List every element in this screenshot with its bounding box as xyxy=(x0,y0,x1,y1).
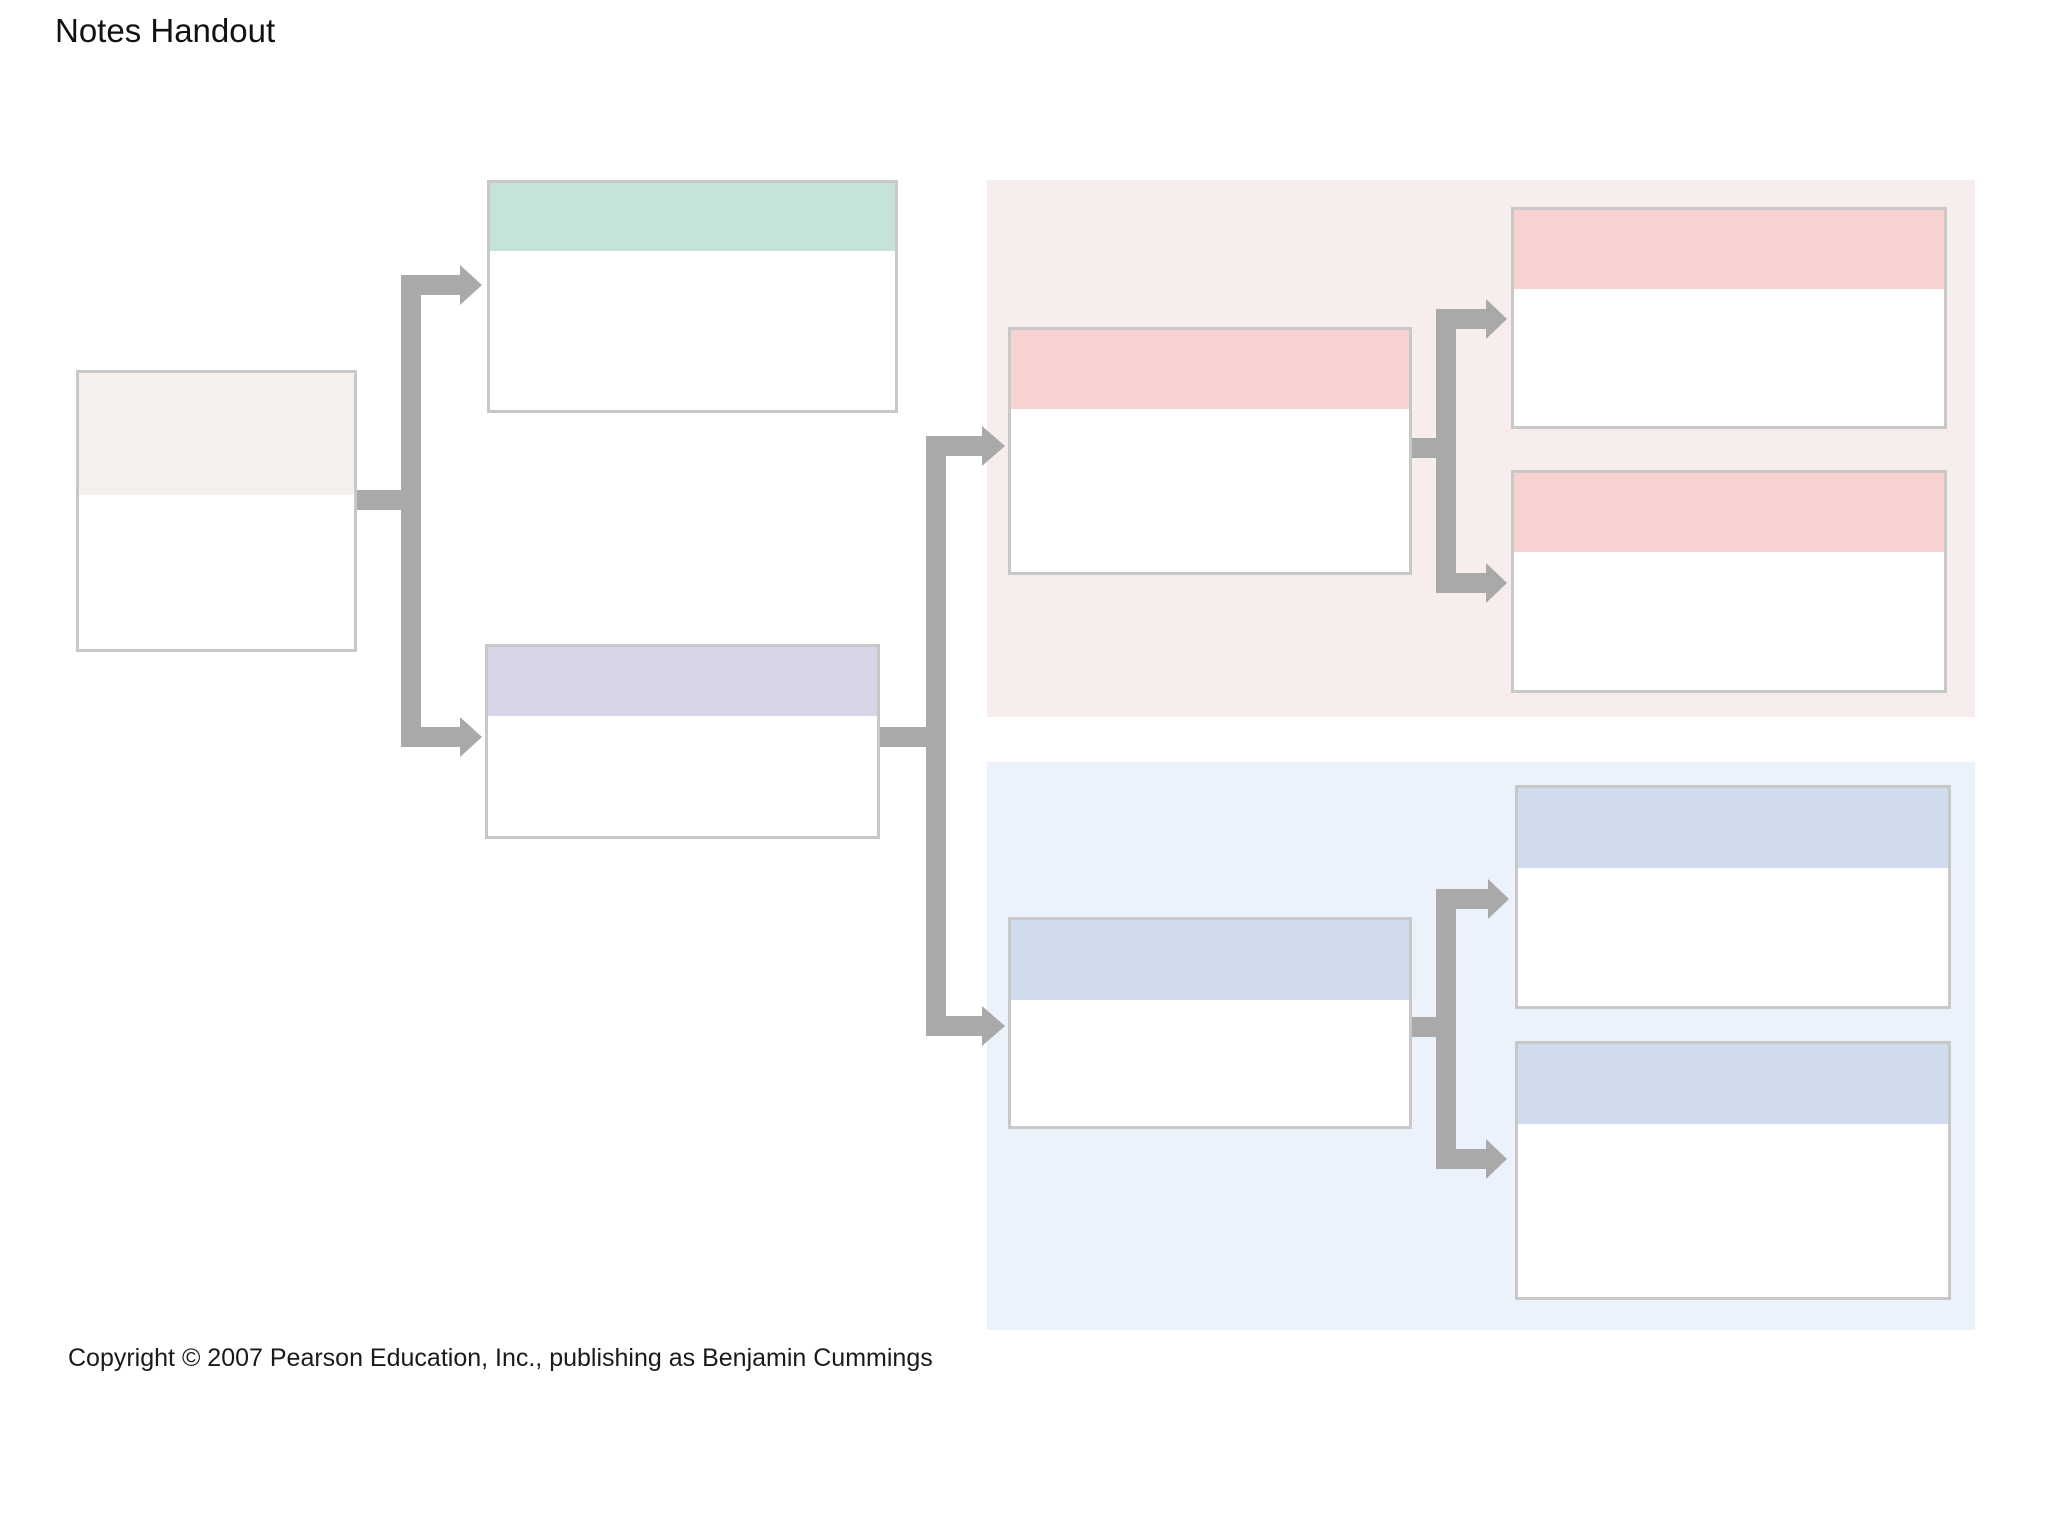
box-mid-lower-header xyxy=(1011,920,1409,1000)
box-leaf-lower-1 xyxy=(1515,785,1951,1009)
connector-branch-bottom xyxy=(878,426,1005,1046)
box-mid-upper-header xyxy=(1011,330,1409,409)
connector-mid-lower xyxy=(1410,879,1509,1179)
box-leaf-lower-2-header xyxy=(1518,1044,1948,1124)
box-root xyxy=(76,370,357,652)
box-branch-top xyxy=(487,180,898,413)
box-leaf-upper-2-header xyxy=(1514,473,1944,552)
box-branch-bottom-header xyxy=(488,647,877,716)
box-mid-upper xyxy=(1008,327,1412,575)
box-branch-bottom xyxy=(485,644,880,839)
box-leaf-upper-2 xyxy=(1511,470,1947,693)
box-leaf-upper-1-header xyxy=(1514,210,1944,289)
box-mid-lower xyxy=(1008,917,1412,1129)
box-leaf-lower-1-header xyxy=(1518,788,1948,868)
box-branch-top-header xyxy=(490,183,895,251)
box-leaf-upper-1 xyxy=(1511,207,1947,429)
page-title: Notes Handout xyxy=(55,12,276,49)
box-root-header xyxy=(79,373,354,495)
connector-mid-upper xyxy=(1410,299,1507,603)
copyright-notice: Copyright © 2007 Pearson Education, Inc.… xyxy=(68,1344,933,1372)
connector-root xyxy=(355,265,482,757)
box-leaf-lower-2 xyxy=(1515,1041,1951,1300)
